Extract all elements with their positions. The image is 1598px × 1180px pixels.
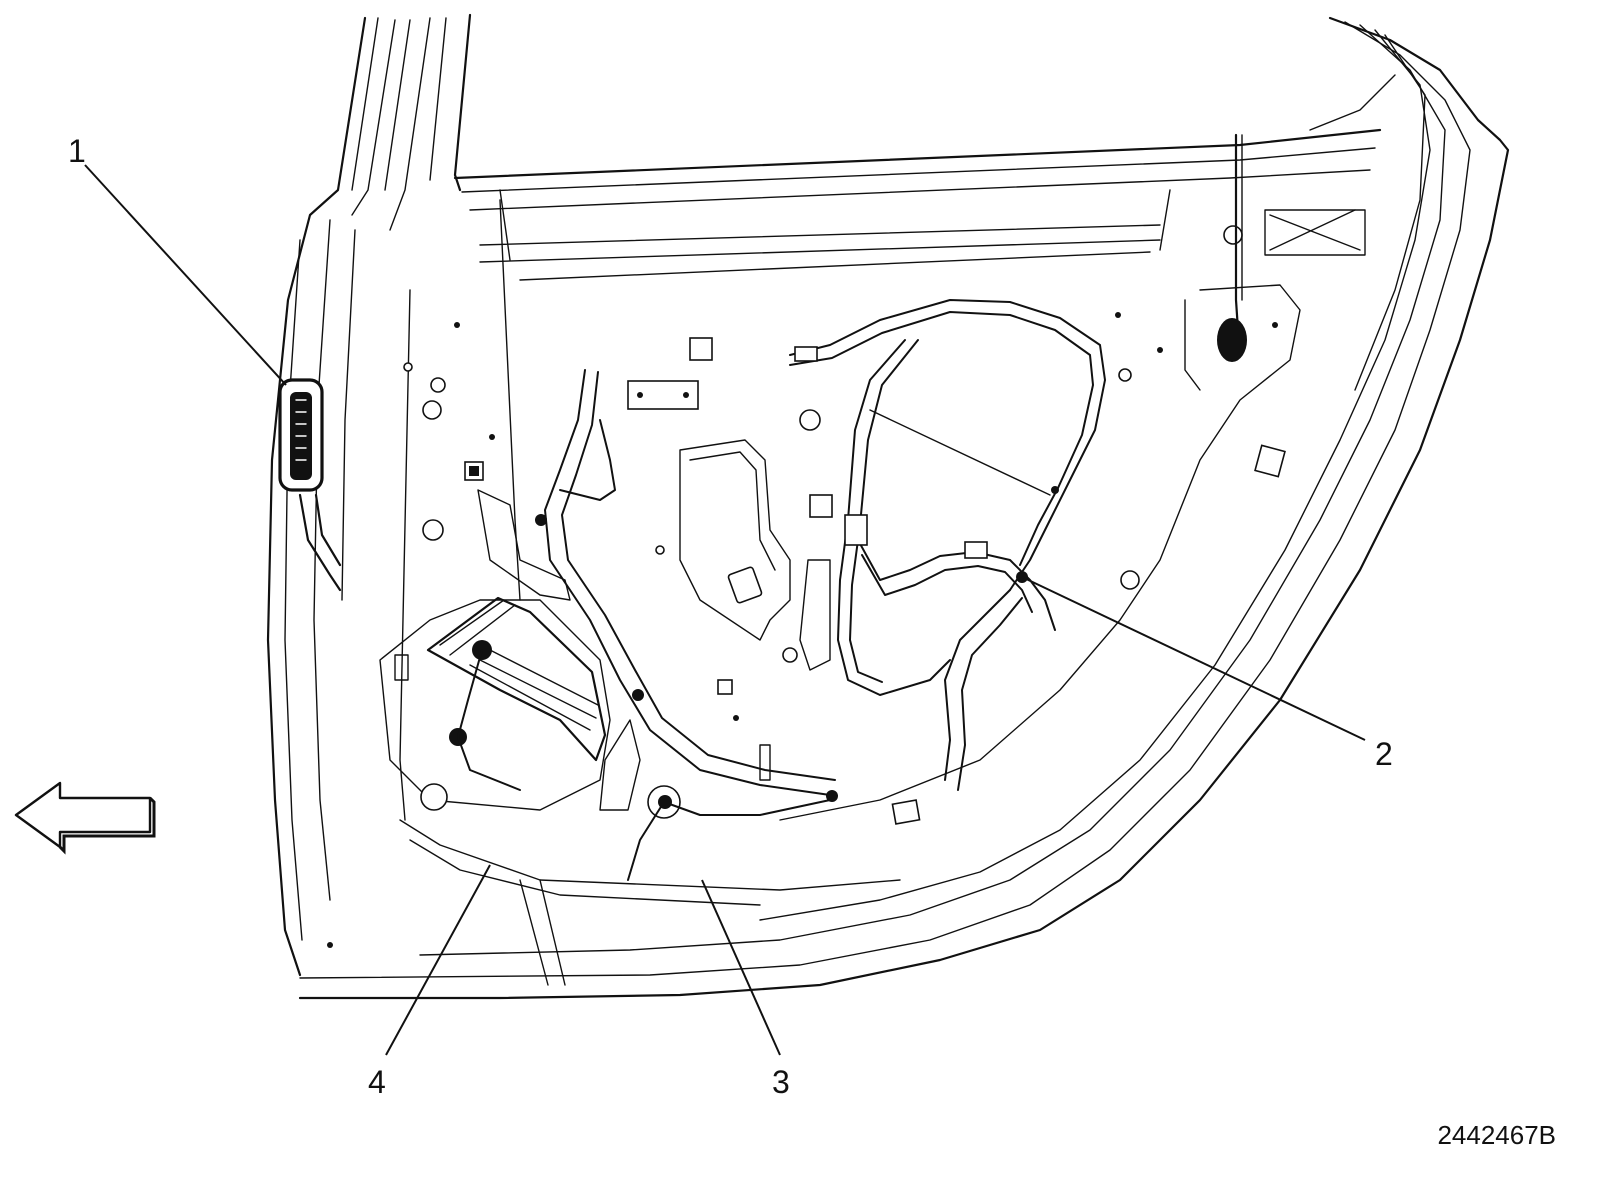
leader-line-2: [1021, 576, 1366, 741]
inner-panel: [379, 189, 1366, 986]
door-harness-connector: [278, 378, 342, 592]
panel-channels: [394, 439, 831, 811]
leader-line-1: [84, 164, 287, 386]
callout-2: 2: [1375, 736, 1393, 772]
leader-lines: [84, 164, 1366, 1056]
left-arrow-icon: [14, 781, 156, 855]
leader-line-4: [385, 864, 491, 1056]
door-frame: [266, 13, 1510, 1000]
callout-1: 1: [68, 133, 86, 169]
figure-id: 2442467B: [1437, 1120, 1556, 1150]
callout-4: 4: [368, 1064, 386, 1100]
wiring-harness: [544, 133, 1247, 881]
leader-line-3: [701, 879, 781, 1056]
callout-3: 3: [772, 1064, 790, 1100]
speaker-assembly: [426, 514, 644, 791]
mounting-holes: [327, 225, 1286, 948]
